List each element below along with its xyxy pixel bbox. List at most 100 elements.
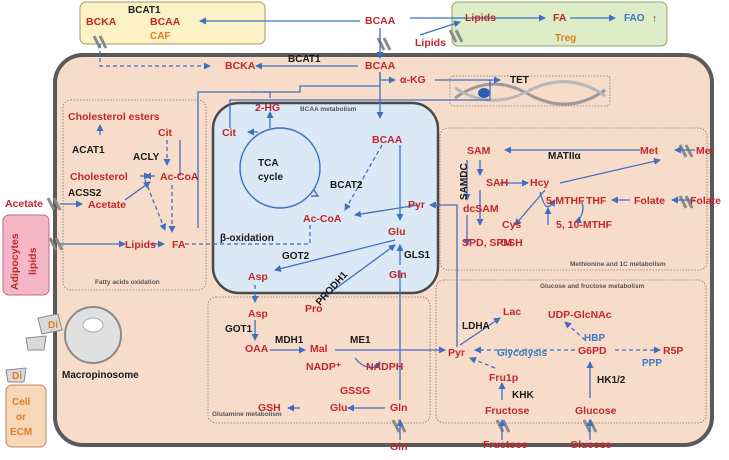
caf-bcat1: BCAT1 — [128, 5, 161, 16]
khk: KHK — [512, 390, 534, 401]
acly: ACLY — [133, 152, 160, 163]
external-lipids: Lipids — [415, 37, 446, 49]
glucose-fructose-label: Glucose and fructose metabolism — [540, 283, 645, 290]
cholesterol: Cholesterol — [70, 171, 128, 183]
glutamine-section — [207, 296, 431, 424]
svg-text:cycle: cycle — [258, 172, 283, 183]
acetate-cytosol: Acetate — [88, 199, 126, 211]
dcsam: dcSAM — [463, 203, 499, 215]
mal: Mal — [310, 343, 328, 355]
pyr-mito: Pyr — [408, 199, 425, 211]
cell-ecm-box — [5, 384, 47, 448]
g6pd: G6PD — [578, 345, 607, 357]
ecm-label: ECM — [10, 427, 32, 438]
samdc: SAMDC — [459, 163, 470, 200]
glu-cytosol: Glu — [330, 402, 348, 414]
two-hg: 2-HG — [255, 102, 280, 114]
asp-cytosol: Asp — [248, 308, 268, 320]
adipocytes-label: Adipocytes — [9, 233, 21, 290]
matiia: MATIIα — [548, 151, 581, 162]
gls1: GLS1 — [404, 250, 431, 261]
fructose-cytosol: Fructose — [485, 405, 530, 417]
cit-mito: Cit — [222, 127, 237, 139]
acss2: ACSS2 — [68, 188, 102, 199]
macropinosome-icon — [64, 306, 122, 364]
asp-mito: Asp — [248, 271, 268, 283]
macropinosome-label: Macropinosome — [62, 370, 139, 381]
treg-label: Treg — [555, 33, 576, 44]
fao-up-arrow-icon: ↑ — [652, 13, 657, 25]
adipocytes-box — [2, 214, 50, 296]
caf-bcaa: BCAA — [150, 16, 181, 28]
mdh1: MDH1 — [275, 335, 304, 346]
mitochondrion — [211, 101, 440, 295]
gsh-methionine: GSH — [500, 237, 523, 249]
oaa: OAA — [245, 343, 269, 355]
acat1: ACAT1 — [72, 145, 105, 156]
glutamine-label: Glutamine metabolism — [212, 411, 282, 418]
transporter-icon — [46, 29, 694, 433]
fru1p: Fru1p — [489, 372, 518, 384]
pyr-cytosol: Pyr — [448, 347, 465, 359]
pro: Pro — [305, 303, 323, 315]
accoa-cytosol: Ac-CoA — [160, 171, 199, 183]
bcaa-mito: BCAA — [372, 134, 403, 146]
caf-bcka: BCKA — [86, 16, 117, 28]
cit-cytosol: Cit — [158, 127, 173, 139]
tca-cycle-label: TCA — [258, 158, 279, 169]
spd-spm: SPD, SPM — [462, 237, 512, 249]
external-bcaa: BCAA — [365, 15, 396, 27]
svg-text:Di: Di — [48, 320, 58, 331]
svg-text:Di: Di — [12, 371, 22, 382]
external-gln: Gln — [390, 441, 408, 453]
tet: TET — [510, 75, 529, 86]
sah: SAH — [486, 177, 508, 189]
r5p: R5P — [663, 345, 683, 357]
methyl-mark-icon — [478, 88, 490, 98]
hcy: Hcy — [530, 177, 549, 189]
dna-region — [449, 75, 611, 107]
lipids-cytosol: Lipids — [125, 239, 156, 251]
external-met: Met — [696, 145, 715, 157]
fatty-acids-label: Fatty acids oxidation — [95, 279, 160, 286]
macropinocytosis-fragments-icon — [5, 313, 63, 383]
external-glucose: Glucose — [570, 439, 612, 451]
akg: α-KG — [400, 74, 426, 86]
bcaa-metabolism-label: BCAA metabolism — [300, 106, 357, 113]
glu-mito: Glu — [388, 226, 406, 238]
folate-cytosol: Folate — [634, 195, 665, 207]
bcat1-label: BCAT1 — [288, 54, 321, 65]
hbp: HBP — [584, 333, 605, 344]
bcaa-cytosol: BCAA — [365, 60, 396, 72]
udp-glcnac: UDP-GlcNAc — [548, 309, 612, 321]
cholesterol-esters: Cholesterol esters — [68, 111, 160, 123]
fa-cytosol: FA — [172, 239, 186, 251]
tca-cycle-circle — [239, 127, 321, 209]
treg-lipids: Lipids — [465, 12, 496, 24]
caf-box — [79, 1, 266, 45]
external-fructose: Fructose — [483, 439, 528, 451]
gssg: GSSG — [340, 385, 370, 397]
five-ten-mthf: 5, 10-MTHF — [556, 219, 613, 231]
gln-cytosol: Gln — [390, 402, 408, 414]
lac: Lac — [503, 306, 521, 318]
beta-oxidation: β-oxidation — [220, 233, 274, 244]
got1: GOT1 — [225, 324, 253, 335]
or-label: or — [16, 412, 26, 423]
glycolysis: Glycolysis — [497, 348, 547, 359]
ldha: LDHA — [462, 321, 490, 332]
met-cytosol: Met — [640, 145, 659, 157]
gsh-glutamine: GSH — [258, 402, 281, 414]
cys: Cys — [502, 219, 521, 231]
me1: ME1 — [350, 335, 371, 346]
glucose-cytosol: Glucose — [575, 405, 617, 417]
treg-fao: FAO — [624, 13, 645, 24]
accoa-mito: Ac-CoA — [303, 213, 342, 225]
five-mthf: 5-MTHF — [546, 195, 585, 207]
gln-mito: Gln — [389, 269, 407, 281]
methionine-label: Methionine and 1C metabolism — [570, 261, 666, 268]
ppp: PPP — [642, 358, 662, 369]
caf-label: CAF — [150, 31, 171, 42]
